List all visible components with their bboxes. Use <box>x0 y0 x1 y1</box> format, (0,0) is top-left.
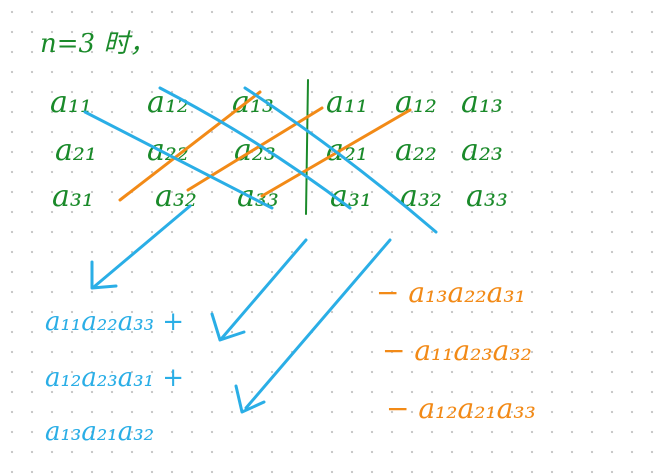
matrix-cell-r1c2: a₁₂ <box>147 85 189 120</box>
repeat-cell-r1c1: a₁₁ <box>326 85 368 120</box>
matrix-cell-r2c1: a₂₁ <box>55 133 97 168</box>
matrix-separator <box>305 79 309 215</box>
blue-main-diagonals <box>83 86 438 234</box>
heading: n=3 时， <box>40 29 155 59</box>
negative-term-2: − a₁₁a₂₃a₃₂ <box>382 334 532 367</box>
negative-term-1: − a₁₃a₂₂a₃₁ <box>376 276 526 309</box>
arrow-head-1 <box>90 260 118 290</box>
repeat-cell-r2c2: a₂₂ <box>395 133 437 168</box>
orange-line-1 <box>118 90 262 202</box>
matrix-cell-r1c1: a₁₁ <box>50 85 92 120</box>
blue-line-2 <box>158 86 352 210</box>
repeat-cell-r1c3: a₁₃ <box>461 85 503 120</box>
positive-term-1: a₁₁a₂₂a₃₃ + <box>45 307 184 337</box>
arrow-head-3 <box>234 384 266 414</box>
matrix-cell-r3c1: a₃₁ <box>52 179 94 214</box>
repeat-cell-r3c3: a₃₃ <box>466 179 508 214</box>
negative-term-3: − a₁₂a₂₁a₃₃ <box>386 392 536 425</box>
repeat-cell-r2c3: a₂₃ <box>461 133 503 168</box>
blue-arrows <box>90 204 392 414</box>
arrow-to-term-1 <box>93 204 192 288</box>
orange-line-2 <box>186 106 324 192</box>
arrow-to-term-3 <box>244 238 392 410</box>
arrow-to-term-2 <box>220 238 308 340</box>
positive-term-2: a₁₂a₂₃a₃₁ + <box>45 363 184 393</box>
positive-terms: a₁₁a₂₂a₃₃ + a₁₂a₂₃a₃₁ + a₁₃a₂₁a₃₂ <box>45 307 184 447</box>
positive-term-3: a₁₃a₂₁a₃₂ <box>45 417 154 447</box>
arrow-head-2 <box>210 312 246 342</box>
negative-terms: − a₁₃a₂₂a₃₁ − a₁₁a₂₃a₃₂ − a₁₂a₂₁a₃₃ <box>376 276 536 425</box>
matrix-cell-r3c2: a₃₂ <box>155 179 197 214</box>
blue-line-3 <box>243 86 438 234</box>
blue-line-1 <box>83 110 274 210</box>
matrix-right-repeat: a₁₁ a₁₂ a₁₃ a₂₁ a₂₂ a₂₃ a₃₁ a₃₂ a₃₃ <box>326 85 508 214</box>
